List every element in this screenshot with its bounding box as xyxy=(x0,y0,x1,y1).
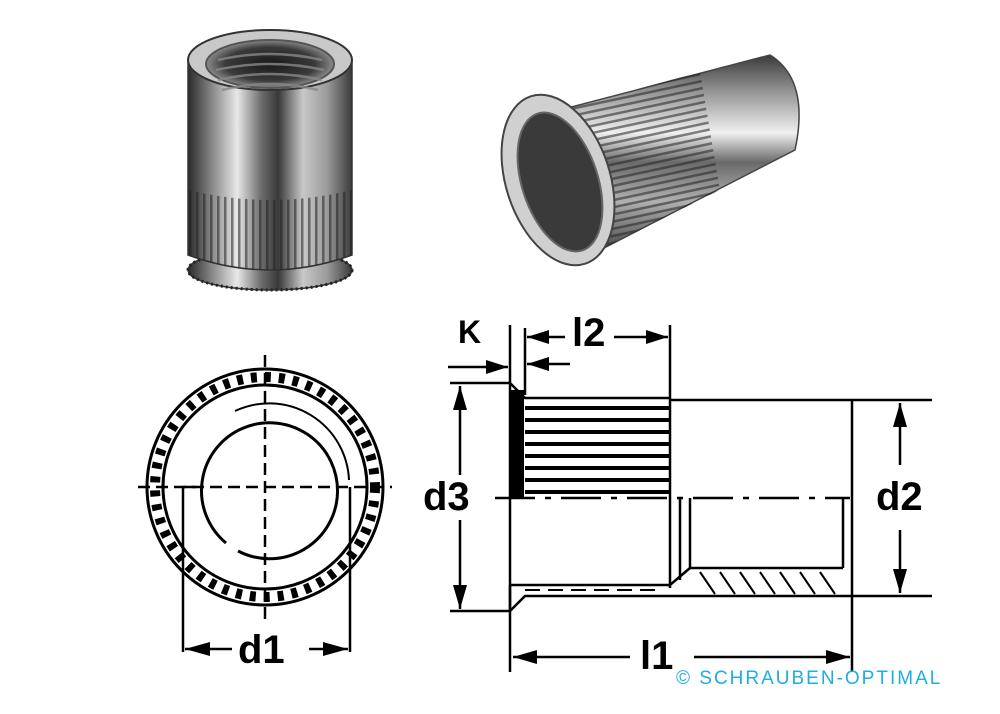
copyright-watermark: © SCHRAUBEN-OPTIMAL xyxy=(676,668,943,689)
label-l1: l1 xyxy=(640,634,674,678)
label-l2: l2 xyxy=(572,311,606,355)
label-d1: d1 xyxy=(238,628,285,672)
label-d3: d3 xyxy=(423,475,470,519)
label-k: K xyxy=(458,314,482,350)
rivet-nut-photo-angled xyxy=(500,54,800,267)
label-d2: d2 xyxy=(876,475,923,519)
